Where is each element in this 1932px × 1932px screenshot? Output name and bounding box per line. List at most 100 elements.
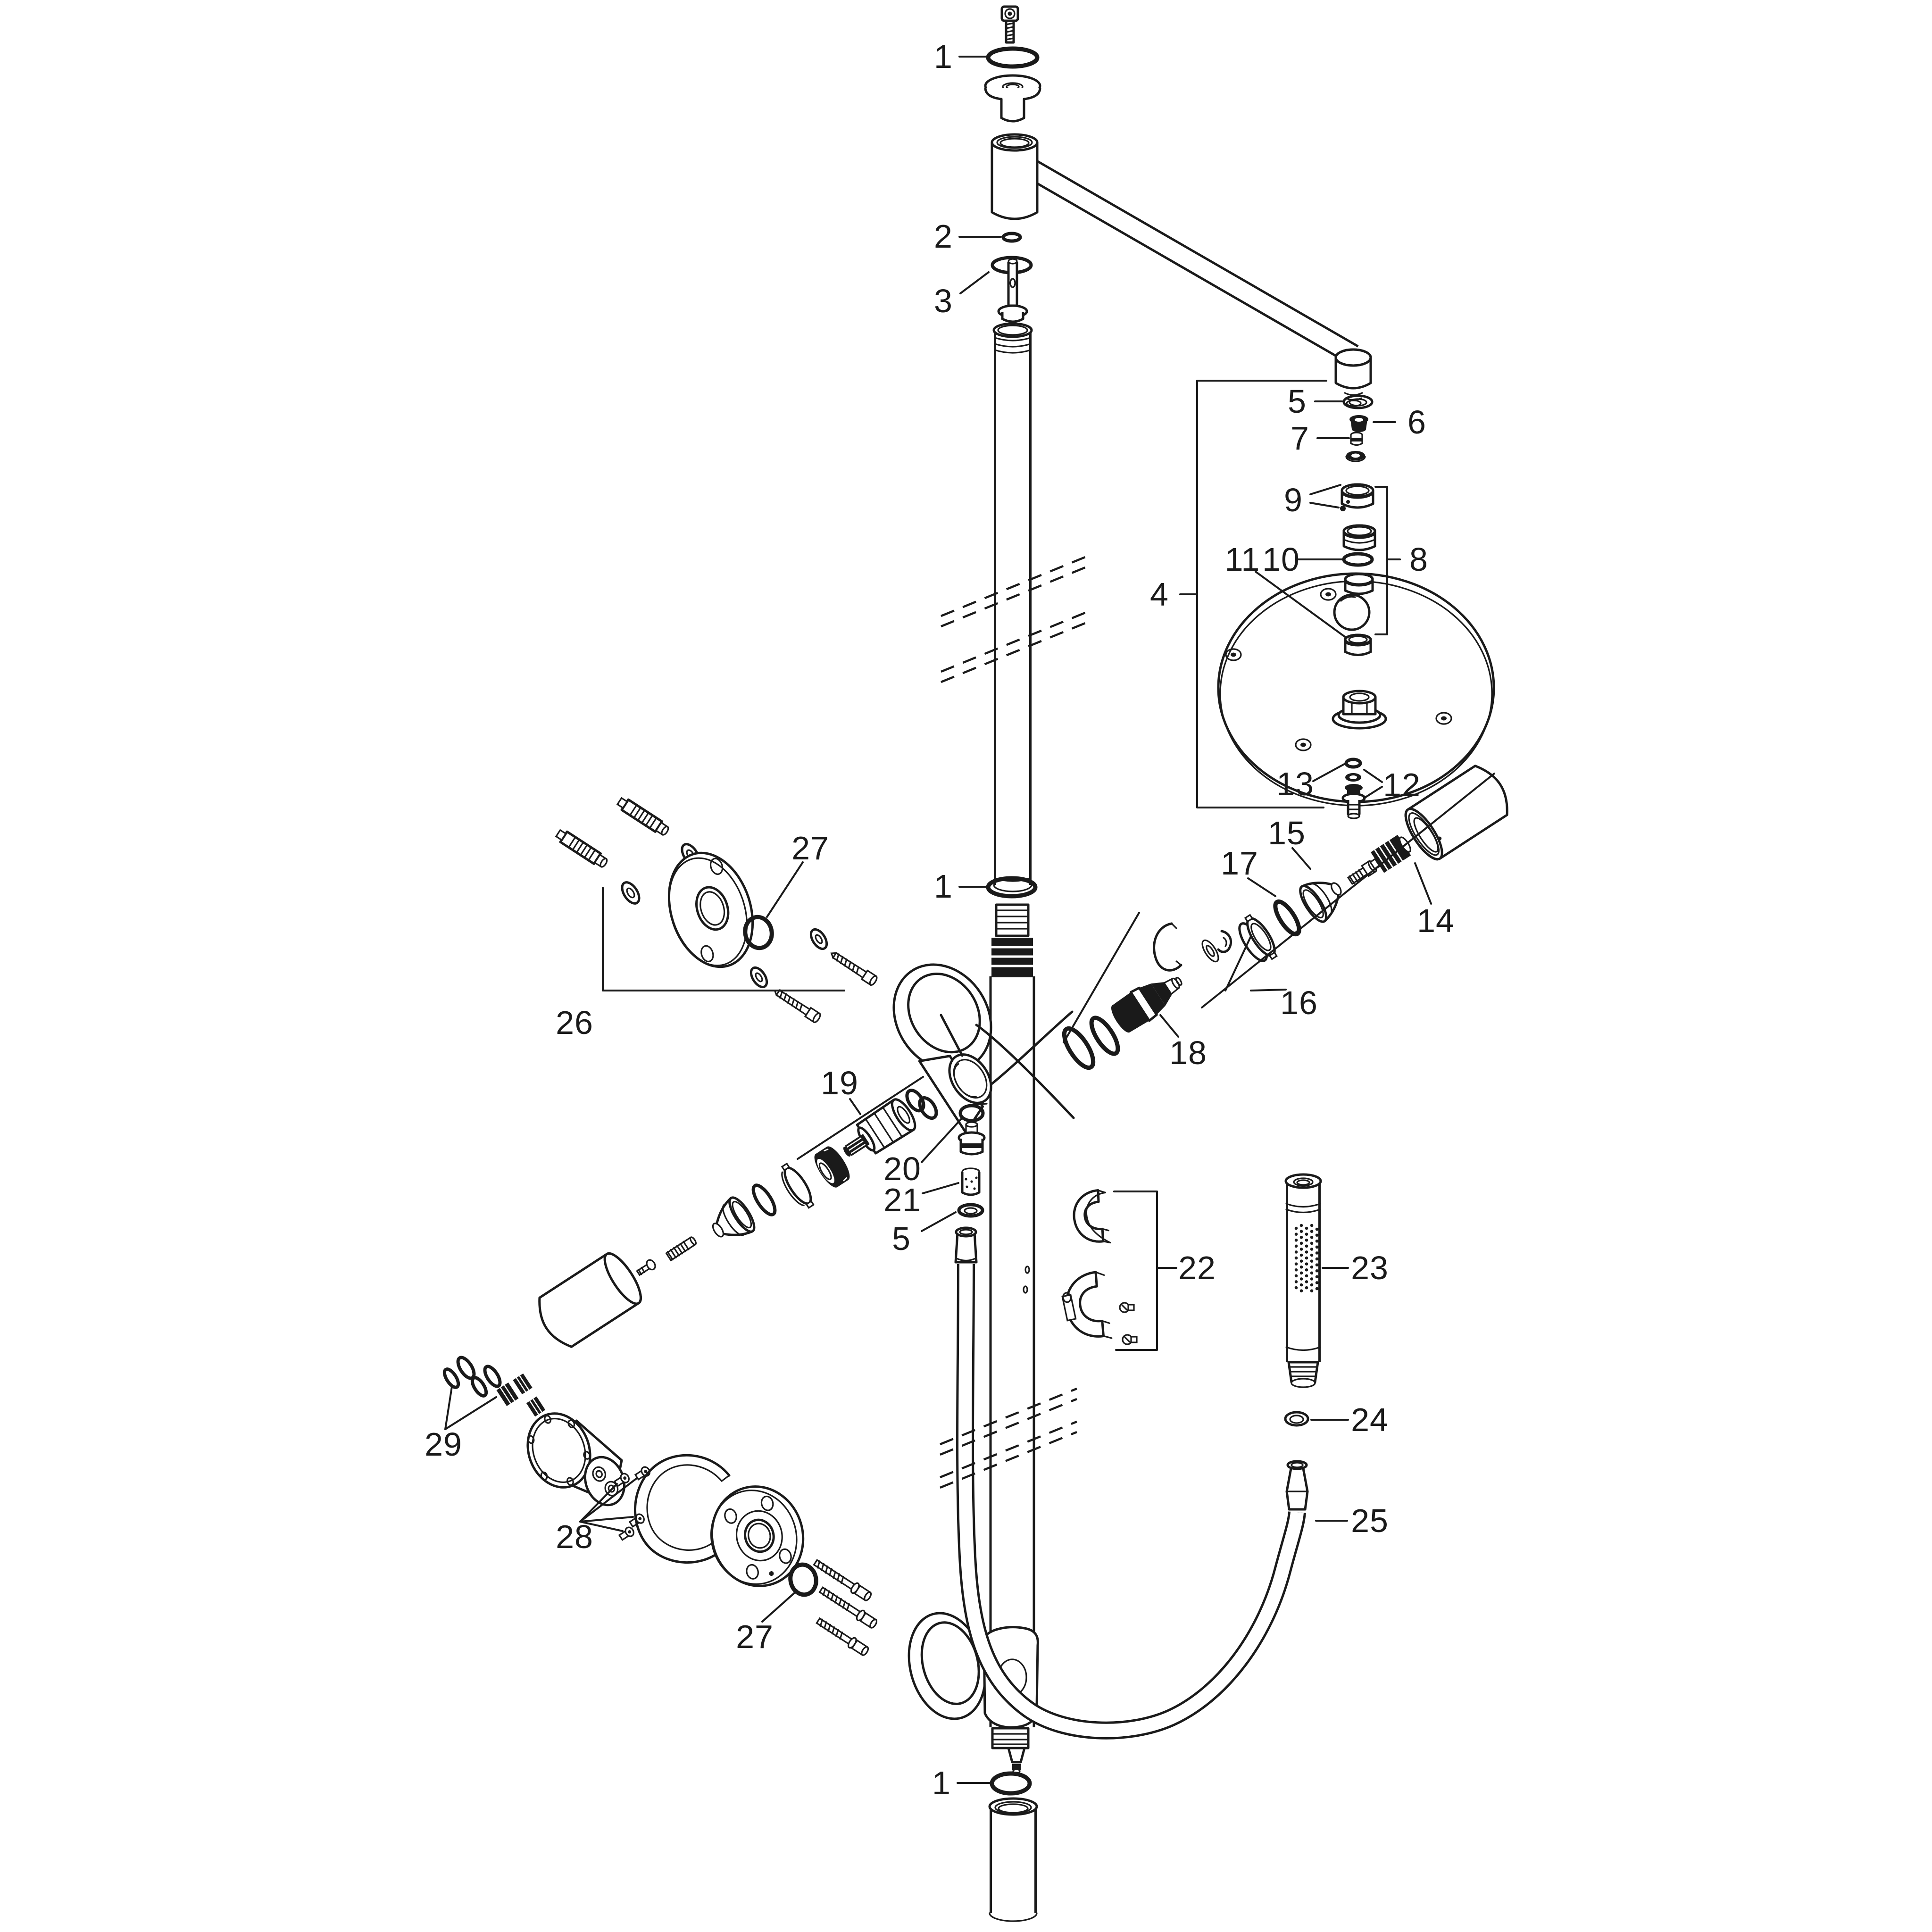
callout-22: 22 [1178,1249,1216,1286]
junction-socket-19 [918,1053,992,1134]
callout-10: 10 [1262,541,1300,578]
callout-25: 25 [1351,1502,1389,1539]
shower-arm [991,133,1372,407]
manifold-body-28 [526,1412,626,1507]
bracket-8 [1374,486,1401,635]
o-ring-27-bottom [788,1562,818,1597]
wall-anchor [555,829,608,868]
callout-27: 27 [791,830,829,866]
spindle-3 [991,256,1033,323]
o-ring-1-top [986,46,1040,69]
pin-9 [1340,506,1346,511]
callout-17: 17 [1221,845,1258,882]
cone-seal-6 [1349,415,1368,432]
manifold-group [442,1356,878,1656]
callout-29: 29 [425,1426,462,1463]
o-ring-2 [1001,232,1022,243]
callout-8: 8 [1409,541,1428,578]
arm-elbow [991,141,1039,220]
callout-5: 5 [892,1220,911,1257]
o-ring-27-top [743,915,774,950]
hose-connection-parts [957,1104,986,1218]
collar-9 [1340,483,1374,511]
bottom-tube [988,1797,1038,1922]
clip-upper [1073,1189,1111,1244]
callout-16: 16 [1280,984,1318,1021]
callout-1: 1 [934,38,953,75]
clip-18 [1217,930,1232,953]
chain-19-assembly [538,1076,938,1348]
junction-cross-a [975,1024,1075,1119]
callout-7: 7 [1291,420,1309,457]
slide-bar [989,976,1035,1727]
disc-hub-nut [1332,690,1387,730]
snap-ring-18 [1153,922,1183,972]
leader-lines [444,56,1396,1784]
knurled-nut-19 [814,1146,850,1188]
clip-lower [1061,1271,1113,1339]
non-return-valve-20 [958,1121,986,1156]
manifold-screws-28 [613,1466,650,1541]
callout-14: 14 [1417,902,1455,939]
slider-clips-22 [1061,1189,1177,1351]
bracket-19 [797,1076,924,1160]
clip-screw [1122,1334,1138,1345]
callout-15: 15 [1268,815,1306,851]
callout-2: 2 [934,218,953,255]
callout-19: 19 [821,1065,858,1101]
disc-screw-hole [1225,648,1242,661]
washer-24 [1284,1411,1309,1427]
o-ring-20 [958,1104,985,1123]
callout-9: 9 [1284,482,1303,518]
disc-screw-hole [1435,712,1452,725]
cylinder-cap-14 [1404,765,1508,861]
o-ring-10 [1342,552,1374,567]
twin-o-rings-19 [905,1089,938,1120]
callout-1: 1 [934,868,953,905]
seal-5-bottom [957,1203,984,1218]
thermostat-cartridge-18 [1111,976,1183,1033]
wall-bracket-26 [555,797,878,1024]
filter-21 [961,1167,981,1196]
stud-19 [665,1236,697,1262]
riser-pipe [992,322,1033,892]
chain-18-assembly [1062,922,1232,1070]
o-ring-19 [751,1183,777,1216]
o-ring-18a [1062,1026,1096,1070]
washer [809,928,828,950]
lower-break-marks [940,1387,1077,1489]
hand-shower-23 [1284,1173,1322,1388]
cartridge-19 [843,1098,916,1157]
callout-26: 26 [556,1004,593,1041]
spray-face [1294,1224,1319,1298]
cover-plate-27 [710,1485,805,1587]
washer-18 [1201,939,1219,963]
top-fixing-screw [1000,5,1019,44]
chain-bracket-lines [1063,773,1495,1043]
bracket-4 [1179,380,1327,808]
seal-set-29 [442,1356,546,1417]
bar-connector-top [991,903,1033,977]
cone-seal-19 [712,1196,756,1238]
callout-4: 4 [1150,576,1169,613]
nipple-7 [1350,432,1363,446]
handle-sleeve-19 [538,1252,642,1348]
washer [749,966,768,989]
arm-end-cap [1334,348,1372,407]
riser-break-marks [941,552,1094,683]
callout-5: 5 [1288,383,1307,420]
ring-7b [1345,451,1366,462]
o-ring-18b [1089,1016,1120,1056]
bracket-26 [602,887,845,991]
callout-21: 21 [883,1182,921,1218]
mounting-plate-26 [667,851,754,968]
callout-20: 20 [883,1150,921,1187]
screw-19 [636,1259,656,1276]
retaining-ring-19 [781,1162,815,1209]
clip-screw [1119,1302,1135,1313]
callout-28: 28 [556,1518,593,1555]
washer [621,881,641,905]
